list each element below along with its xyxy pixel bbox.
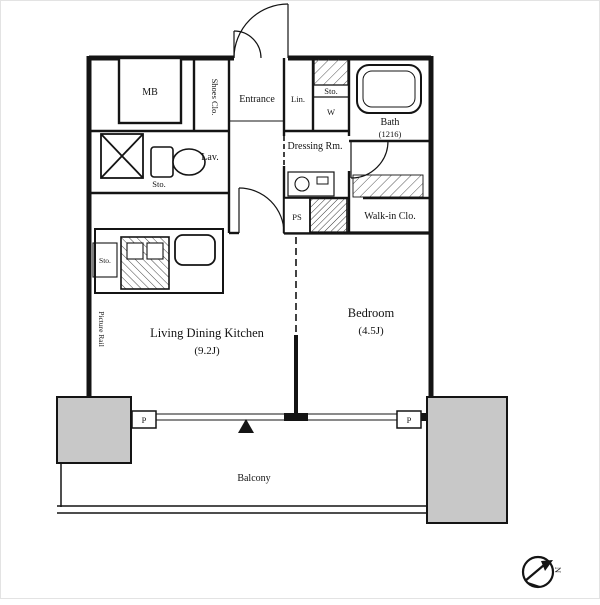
toilet-icon [150, 146, 206, 178]
pillar-left-label: P [142, 415, 147, 425]
pipe-space-box [283, 197, 311, 234]
linen-label: Lin. [291, 94, 305, 104]
entry-direction-marker [238, 419, 254, 433]
ldk-label: Living Dining Kitchen [150, 326, 265, 340]
compass-north-label: N [553, 567, 563, 573]
interior-walls [89, 58, 431, 415]
entrance-label: Entrance [239, 94, 275, 105]
storage-lavatory-label: Sto. [152, 179, 165, 189]
bedroom-label: Bedroom [348, 306, 395, 320]
kitchen-counter [94, 228, 224, 294]
bathtub-icon [356, 64, 422, 114]
kitchen-storage-box [92, 242, 118, 278]
washer-label: W [327, 107, 335, 117]
dressing-room-label: Dressing Rm. [288, 141, 343, 152]
bedroom-size-label: (4.5J) [358, 325, 384, 337]
pillar-right-label: P [407, 415, 412, 425]
lavatory-storage-box [100, 133, 144, 179]
sink-icon [174, 234, 216, 266]
hall-door-arc [238, 187, 285, 234]
balcony-structure [56, 396, 508, 524]
shaft-hatch-box [309, 197, 348, 234]
picture-rail-label: Picture Rail [97, 311, 106, 347]
vanity-icon [287, 171, 335, 197]
pillar-right-box [396, 410, 422, 429]
storage-kitchen-label: Sto. [99, 256, 111, 265]
ldk-size-label: (9.2J) [194, 345, 220, 357]
bath-door-arc [350, 140, 389, 179]
entrance-door-arc [233, 3, 289, 59]
walkin-upper-hatch [352, 174, 424, 198]
meter-box [117, 56, 183, 125]
top-storage-hatch [313, 58, 349, 86]
walk-in-closet-label: Walk-in Clo. [364, 211, 415, 222]
mb-label: MB [142, 87, 158, 98]
bath-label: Bath [381, 117, 400, 128]
north-arrow-icon: N [521, 555, 563, 589]
pipe-space-label: PS [292, 212, 302, 222]
lavatory-label: Lav. [201, 152, 218, 163]
bath-size-label: (1216) [379, 129, 402, 139]
storage-top-label: Sto. [324, 86, 337, 96]
balcony-label: Balcony [237, 473, 270, 484]
shoes-closet-label: Shoes Clo. [210, 79, 220, 116]
